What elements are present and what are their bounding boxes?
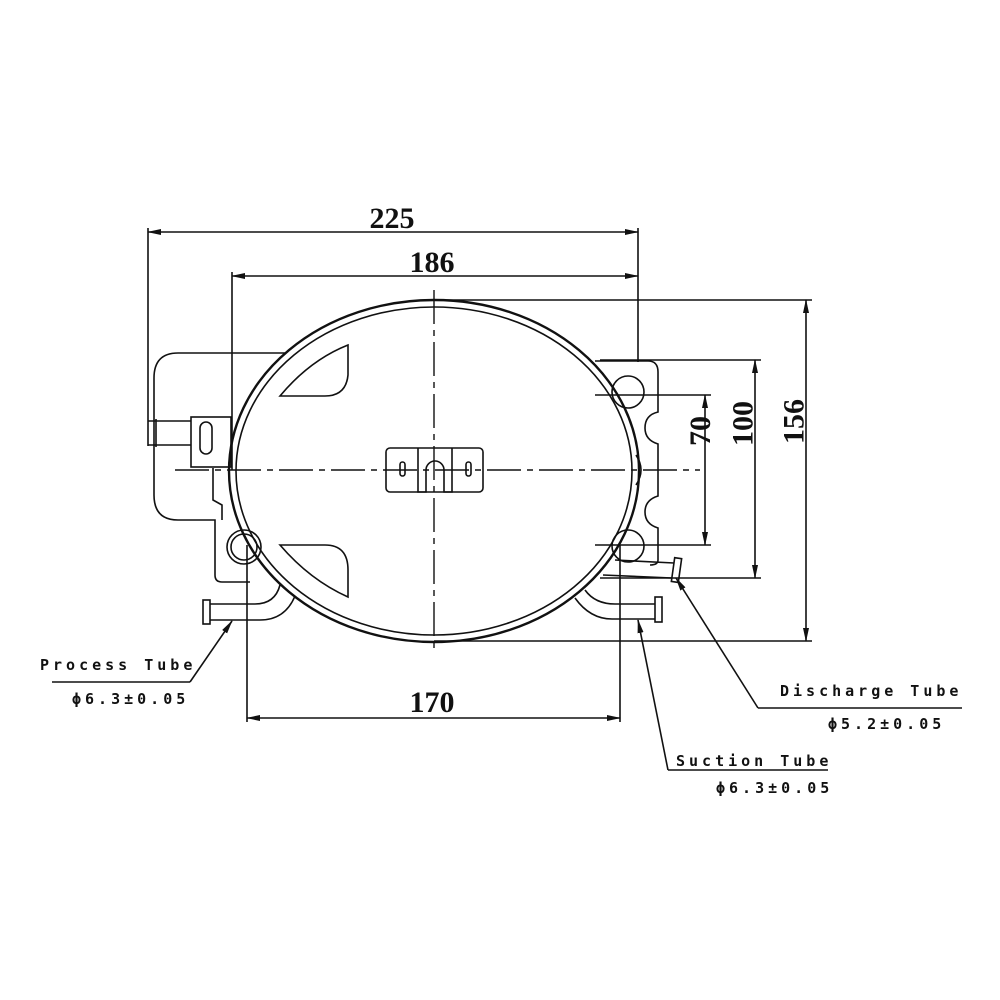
discharge-tube-leader <box>675 577 962 709</box>
dimension-186 <box>231 272 639 470</box>
dimension-225 <box>147 228 639 420</box>
dimension-label-170: 170 <box>410 686 455 719</box>
process-tube <box>202 584 296 625</box>
process-tube-label: Process Tube <box>40 656 196 674</box>
dimension-label-100: 100 <box>727 401 760 446</box>
dimension-label-156: 156 <box>778 399 811 444</box>
top-vent <box>278 343 349 397</box>
dimension-label-70: 70 <box>684 416 717 446</box>
dimension-170 <box>246 545 621 722</box>
right-bracket <box>595 360 659 566</box>
suction-tube-label: Suction Tube <box>676 752 832 770</box>
left-bracket <box>147 352 285 583</box>
dimension-label-186: 186 <box>410 246 455 279</box>
suction-tube-spec: ϕ6.3±0.05 <box>716 779 833 797</box>
dimension-156 <box>434 299 812 642</box>
dimension-label-225: 225 <box>370 202 415 235</box>
dimension-70 <box>595 394 711 546</box>
suction-tube-leader <box>637 619 828 771</box>
process-tube-leader <box>52 620 233 683</box>
discharge-tube-spec: ϕ5.2±0.05 <box>828 715 945 733</box>
process-tube-spec: ϕ6.3±0.05 <box>72 690 189 708</box>
discharge-tube-label: Discharge Tube <box>780 682 962 700</box>
bottom-vent <box>278 544 349 599</box>
suction-tube <box>574 589 663 623</box>
